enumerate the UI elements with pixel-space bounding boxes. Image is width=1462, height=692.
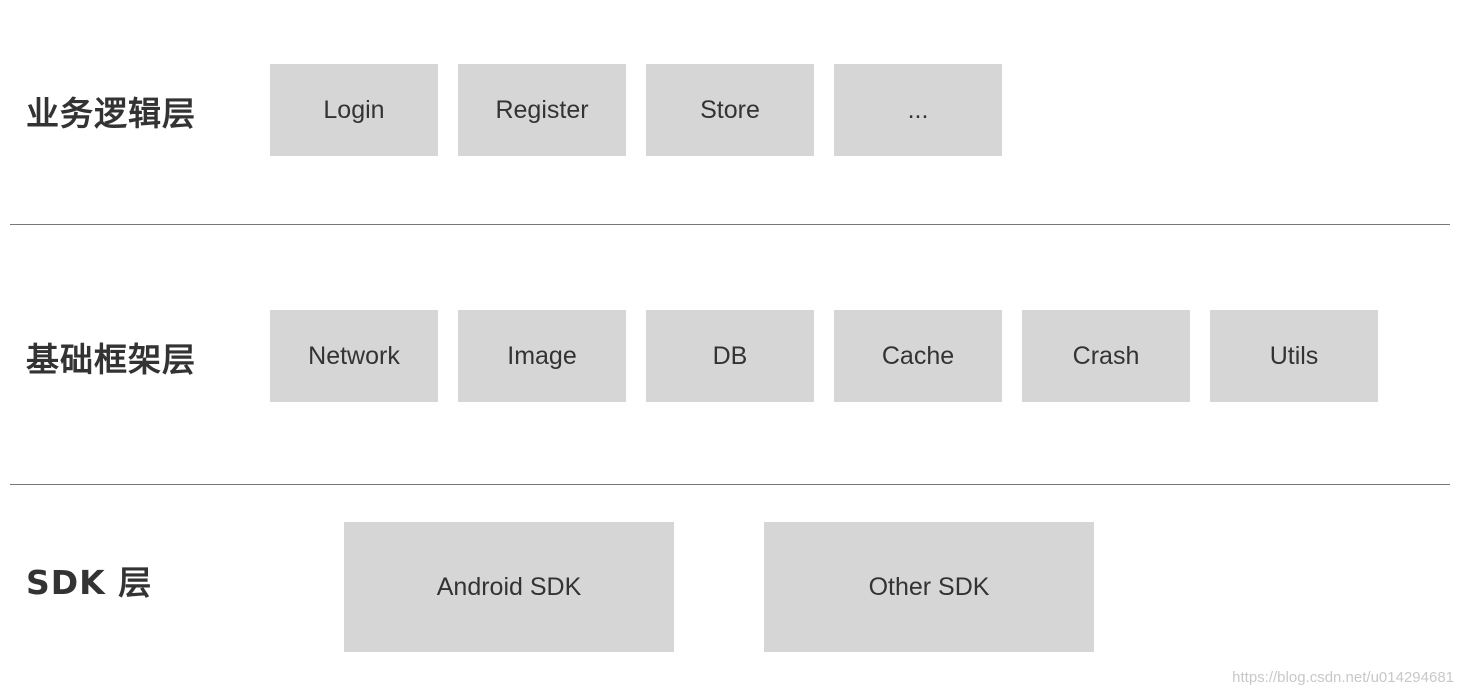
module-box-android-sdk: Android SDK [344,522,674,652]
module-box-store: Store [646,64,814,156]
layer-label-base-framework: 基础框架层 [26,340,196,379]
layer-divider-2 [10,484,1450,485]
module-box-register: Register [458,64,626,156]
module-box-other-sdk: Other SDK [764,522,1094,652]
module-box-more: ... [834,64,1002,156]
module-box-utils: Utils [1210,310,1378,402]
module-box-db: DB [646,310,814,402]
layer-label-business-logic: 业务逻辑层 [26,94,196,133]
module-box-image: Image [458,310,626,402]
module-box-cache: Cache [834,310,1002,402]
layer-divider-1 [10,224,1450,225]
watermark-text: https://blog.csdn.net/u014294681 [1232,669,1454,686]
module-box-crash: Crash [1022,310,1190,402]
module-box-login: Login [270,64,438,156]
module-box-network: Network [270,310,438,402]
layer-label-sdk: SDK 层 [26,563,153,602]
